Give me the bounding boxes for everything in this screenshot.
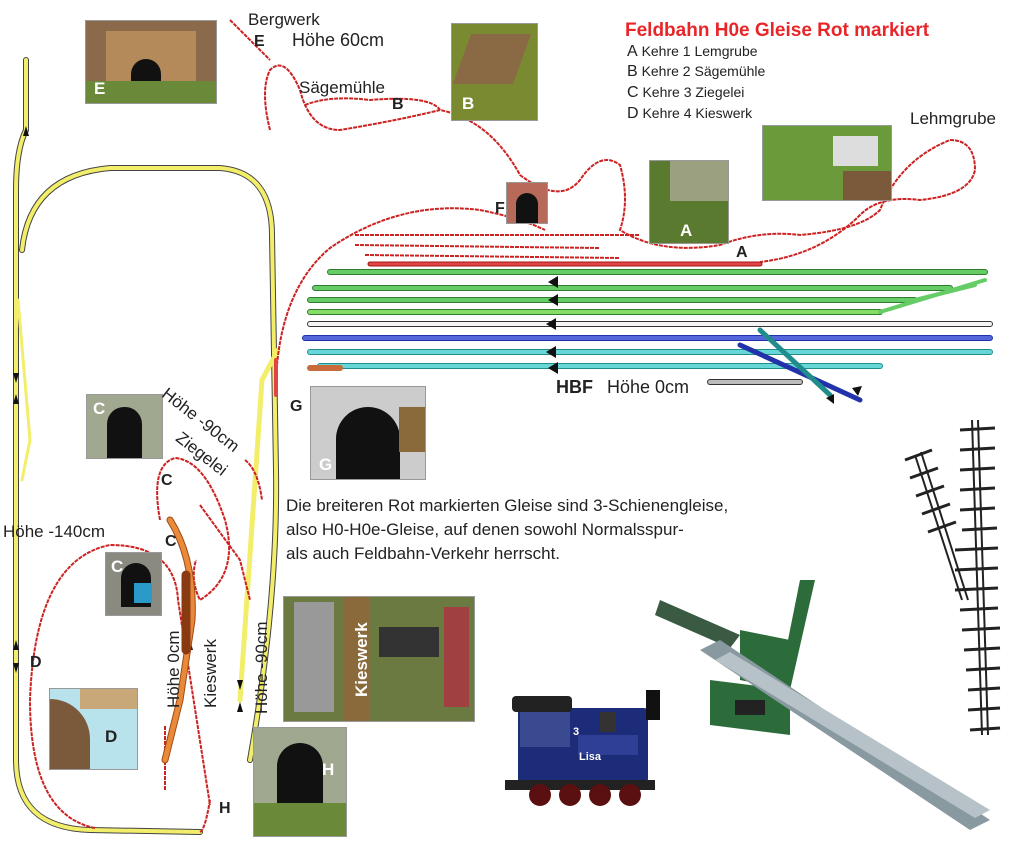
station-arrows — [546, 276, 862, 404]
label-hoehe-minus-140: Höhe -140cm — [3, 522, 106, 541]
note-line-1: Die breiteren Rot markierten Gleise sind… — [286, 496, 729, 515]
legend-text: Kehre 4 Kieswerk — [642, 105, 753, 121]
thumbnail-d-label: D — [105, 727, 118, 746]
thumbnail-lehmgrube — [762, 125, 892, 201]
note-line-3: als auch Feldbahn-Verkehr herrscht. — [286, 544, 561, 563]
thumbnail-g-label: G — [319, 455, 333, 474]
thumbnail-e-label: E — [94, 79, 106, 98]
label-hoehe-0-left: Höhe 0cm — [164, 630, 183, 708]
point-label-c2: C — [165, 533, 177, 550]
thumbnail-kieswerk-label: Kieswerk — [352, 622, 371, 697]
point-label-b: B — [392, 96, 404, 113]
legend-text: Kehre 2 Sägemühle — [641, 63, 766, 79]
loco-number: 3 — [573, 726, 580, 738]
thumbnail-a-label: A — [680, 221, 693, 240]
thumbnail-c2-label: C — [111, 557, 124, 576]
label-hoehe-60: Höhe 60cm — [292, 30, 385, 50]
label-bergwerk: Bergwerk — [248, 10, 320, 29]
legend-item-b: B Kehre 2 Sägemühle — [627, 63, 765, 81]
red-dual-gauge-track — [274, 261, 763, 397]
point-label-e: E — [254, 33, 265, 50]
point-label-a: A — [736, 244, 748, 261]
thumbnail-c1: C — [86, 394, 163, 459]
loco-name: Lisa — [579, 751, 602, 763]
legend-key: A — [627, 43, 638, 60]
legend-key: D — [627, 105, 639, 122]
thumbnail-c2: C — [105, 552, 162, 616]
legend-text: Kehre 1 Lemgrube — [641, 43, 758, 59]
thumbnail-b-label: B — [462, 94, 475, 113]
thumbnail-d: D — [49, 688, 138, 770]
thumbnail-b: B — [451, 23, 538, 121]
point-label-c1: C — [161, 472, 173, 489]
excavator — [655, 580, 990, 830]
thumbnail-h-label: H — [322, 760, 335, 779]
legend-text: Kehre 3 Ziegelei — [642, 84, 745, 100]
label-hoehe-minus-90-b: Höhe -90cm — [252, 621, 271, 714]
thumbnail-g: G — [310, 386, 426, 480]
legend-item-a: A Kehre 1 Lemgrube — [627, 43, 758, 61]
point-label-d: D — [30, 654, 42, 671]
label-hbf: HBF — [556, 377, 593, 397]
thumbnail-kieswerk: Kieswerk — [283, 596, 475, 722]
legend-title: Feldbahn H0e Gleise Rot markiert — [625, 20, 930, 41]
legend-key: B — [627, 63, 638, 80]
thumbnail-h: H — [253, 727, 347, 837]
thumbnail-c1-label: C — [93, 399, 106, 418]
label-hoehe-0-hbf: Höhe 0cm — [607, 377, 690, 397]
point-label-g: G — [290, 398, 303, 415]
label-kieswerk: Kieswerk — [201, 639, 220, 708]
orange-kieswerk-track — [161, 516, 196, 764]
turnout-drawing — [904, 419, 1001, 736]
legend-item-d: D Kehre 4 Kieswerk — [627, 105, 752, 123]
label-lehmgrube: Lehmgrube — [910, 109, 997, 128]
thumbnail-f — [506, 182, 548, 224]
note-line-2: also H0-H0e-Gleise, auf denen sowohl Nor… — [286, 520, 684, 539]
thumbnail-e: E — [85, 20, 217, 104]
steam-locomotive — [505, 690, 660, 806]
label-saegemuehle: Sägemühle — [299, 78, 386, 97]
legend-key: C — [627, 84, 639, 101]
legend-item-c: C Kehre 3 Ziegelei — [627, 84, 744, 102]
station-tracks — [302, 269, 993, 403]
point-label-f: F — [495, 200, 505, 217]
thumbnail-a: A — [649, 160, 729, 244]
point-label-h: H — [219, 800, 231, 817]
